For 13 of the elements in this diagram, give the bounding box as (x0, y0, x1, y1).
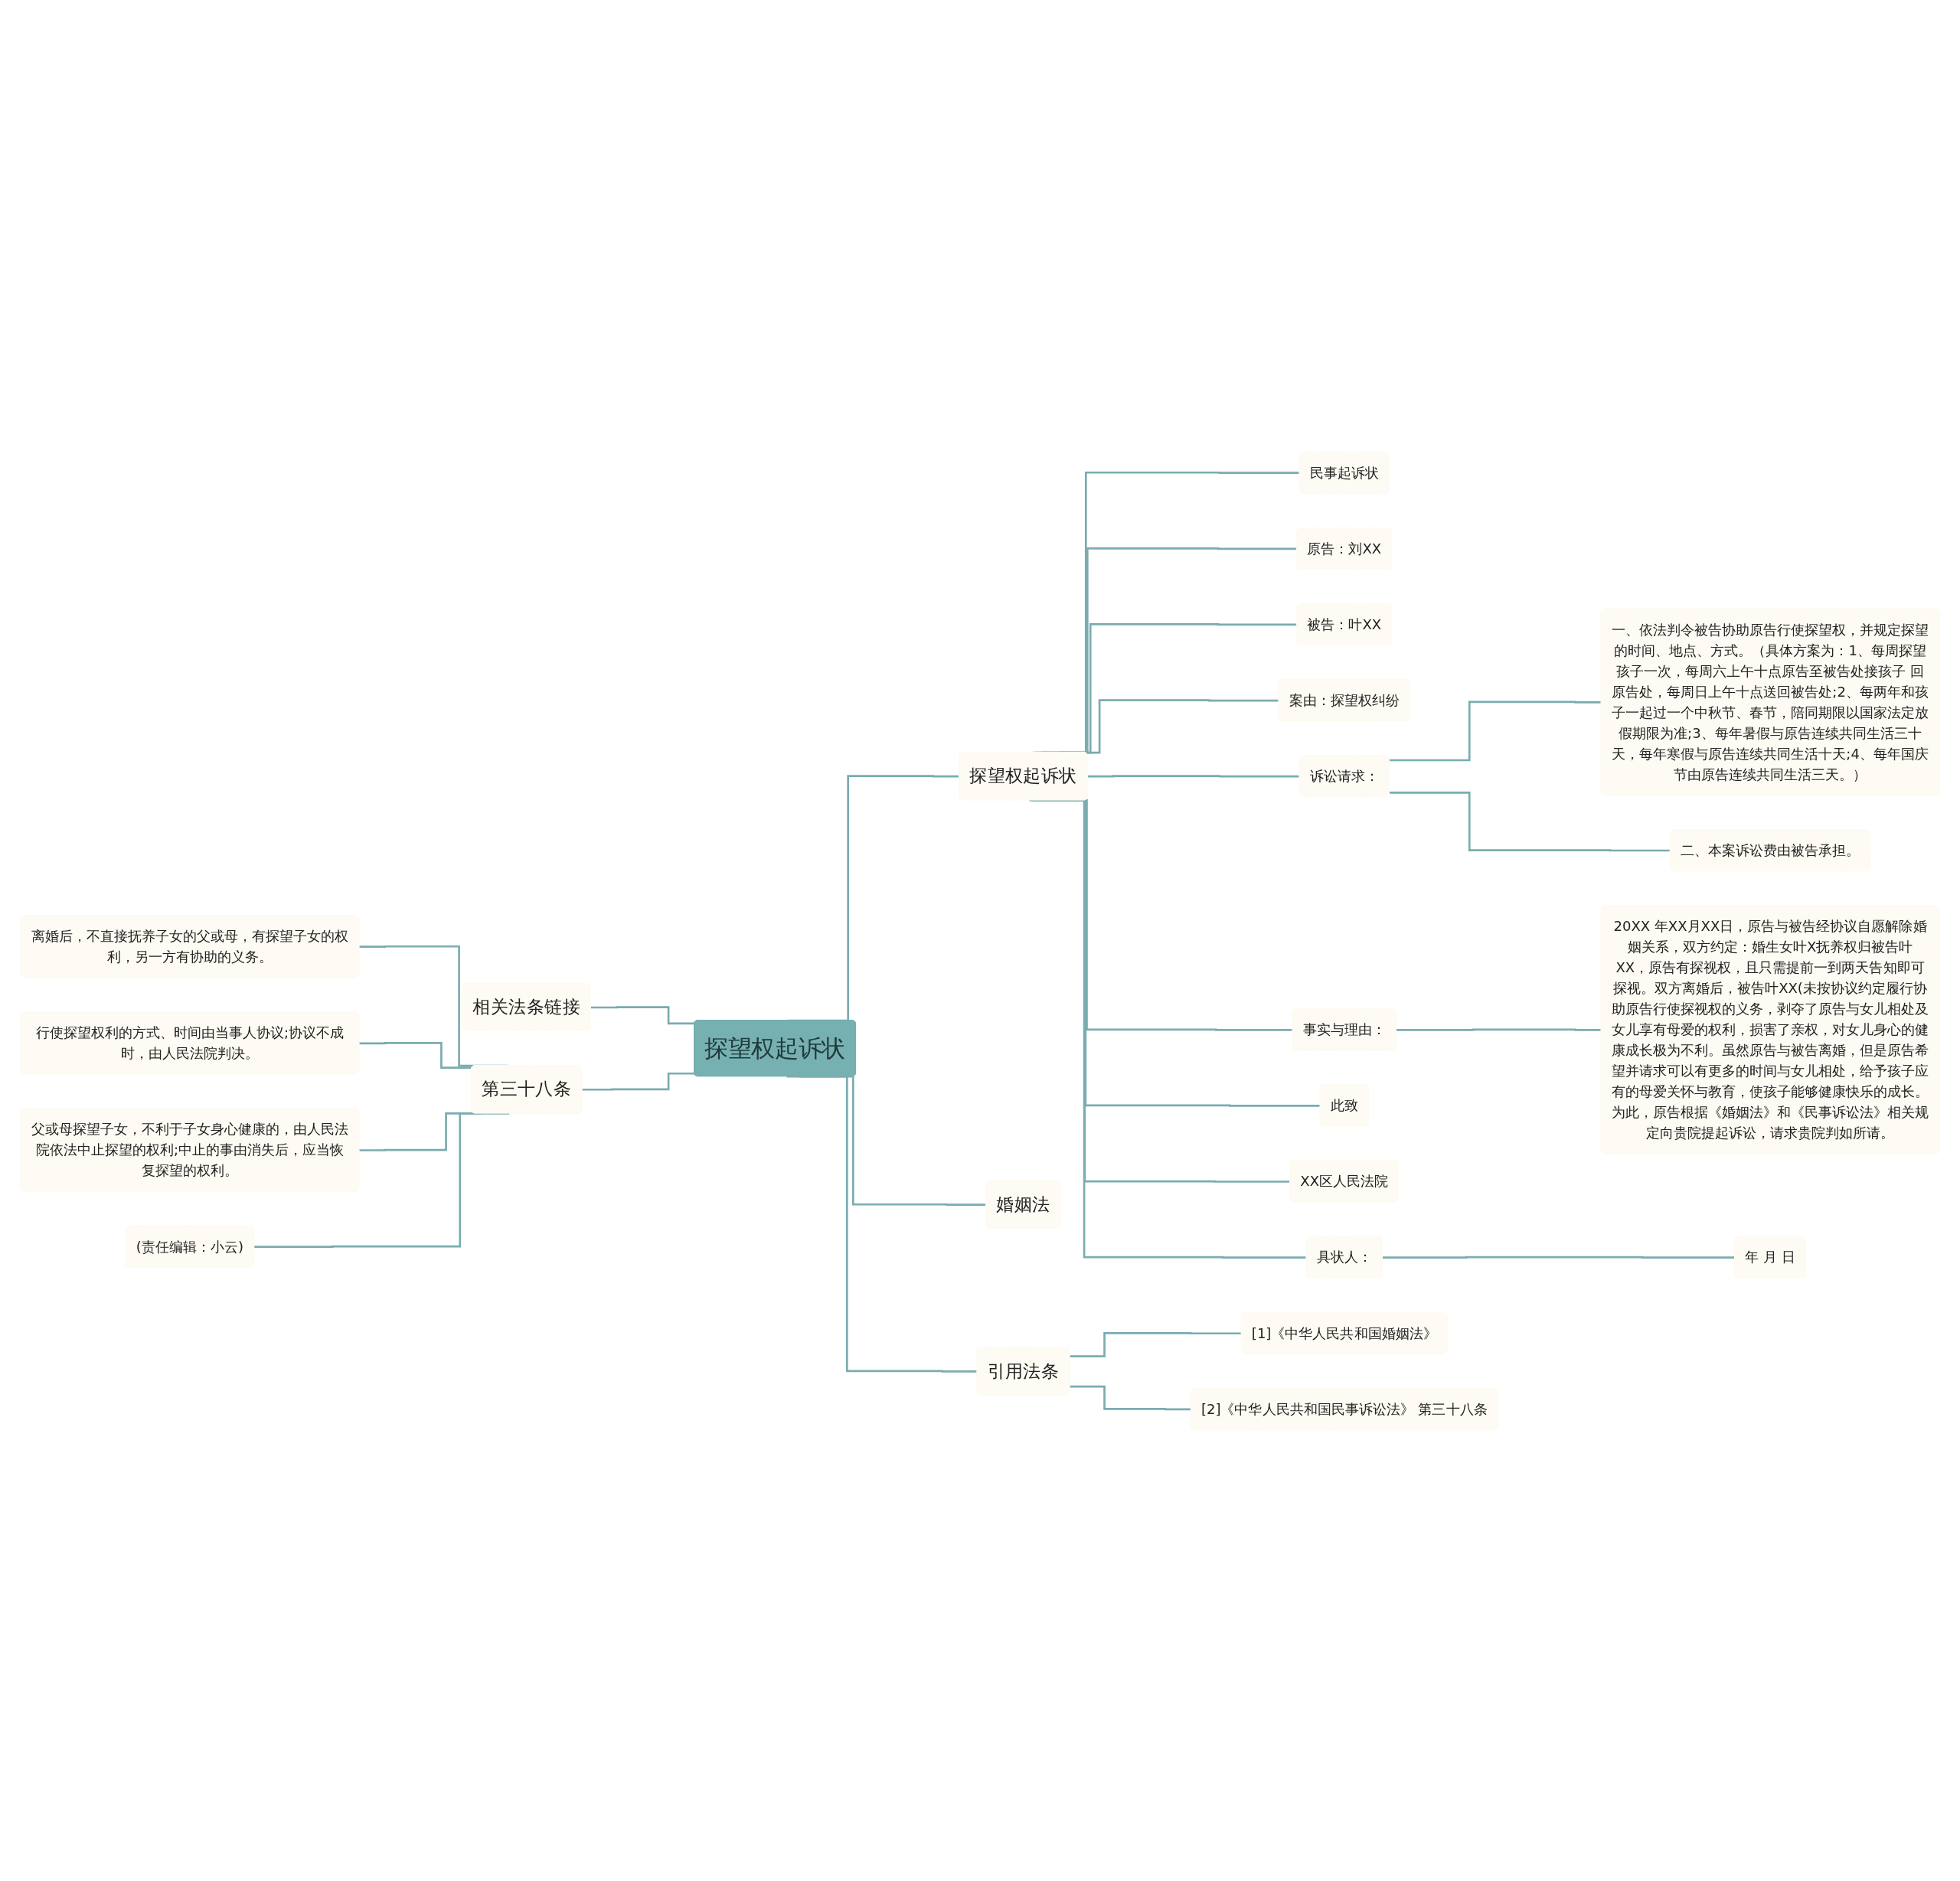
connector (1070, 1331, 1242, 1357)
connector (1389, 700, 1602, 761)
connector (582, 1072, 695, 1091)
connector (590, 1005, 695, 1024)
connector (1396, 1028, 1602, 1031)
connector (1382, 1256, 1736, 1259)
connector (254, 1112, 510, 1248)
connector (1087, 775, 1300, 778)
connector (1070, 1385, 1191, 1410)
connector (359, 1041, 472, 1069)
connector (1389, 791, 1671, 852)
connector (1029, 798, 1307, 1259)
connector (786, 1075, 978, 1373)
